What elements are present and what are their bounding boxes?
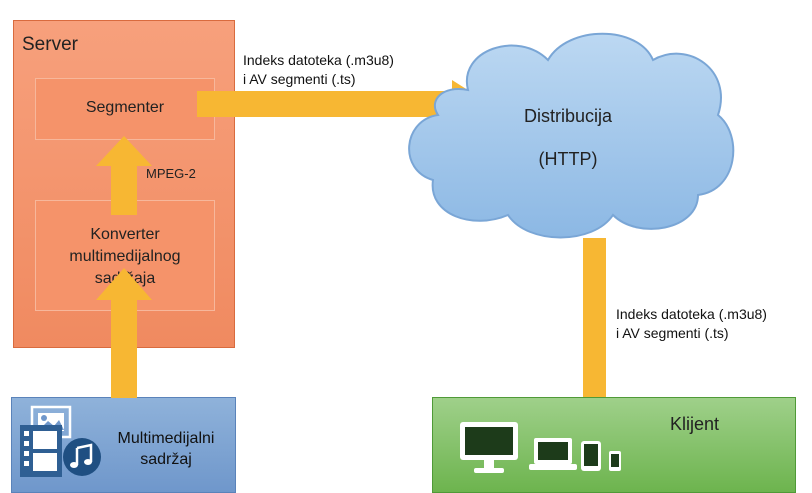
top-flow-line-1: Indeks datoteka (.m3u8) [243,52,394,68]
desktop-monitor-icon [460,422,518,473]
media-files-icon [20,405,72,477]
music-note-icon [63,438,101,476]
laptop-icon [529,438,577,470]
client-title: Klijent [670,414,720,434]
arrow-media-to-converter [96,268,152,398]
bottom-flow-line-2: i AV segmenti (.ts) [616,325,729,341]
distribution-subtitle: (HTTP) [538,149,598,169]
media-label-line-2: sadržaj [140,451,192,468]
mpeg2-label: MPEG-2 [146,166,196,181]
segmenter-label: Segmenter [85,99,165,116]
distribution-cloud [408,32,735,239]
media-content-label: Multimedijalni sadržaj [96,428,236,470]
bottom-flow-line-1: Indeks datoteka (.m3u8) [616,306,767,322]
arrow-converter-to-segmenter [96,136,152,215]
bottom-flow-label: Indeks datoteka (.m3u8) i AV segmenti (.… [616,305,767,343]
top-flow-label: Indeks datoteka (.m3u8) i AV segmenti (.… [243,51,394,89]
media-label-line-1: Multimedijalni [117,430,215,447]
arrow-distribution-to-client [567,238,621,432]
phone-icon [609,451,621,471]
arrow-segmenter-to-distribution [197,80,490,128]
converter-label-line-1: Konverter [90,226,160,243]
server-title: Server [22,34,78,55]
converter-label-line-2: multimedijalnog [69,248,181,265]
top-flow-line-2: i AV segmenti (.ts) [243,71,356,87]
tablet-icon [581,441,601,471]
distribution-title: Distribucija [523,106,613,126]
